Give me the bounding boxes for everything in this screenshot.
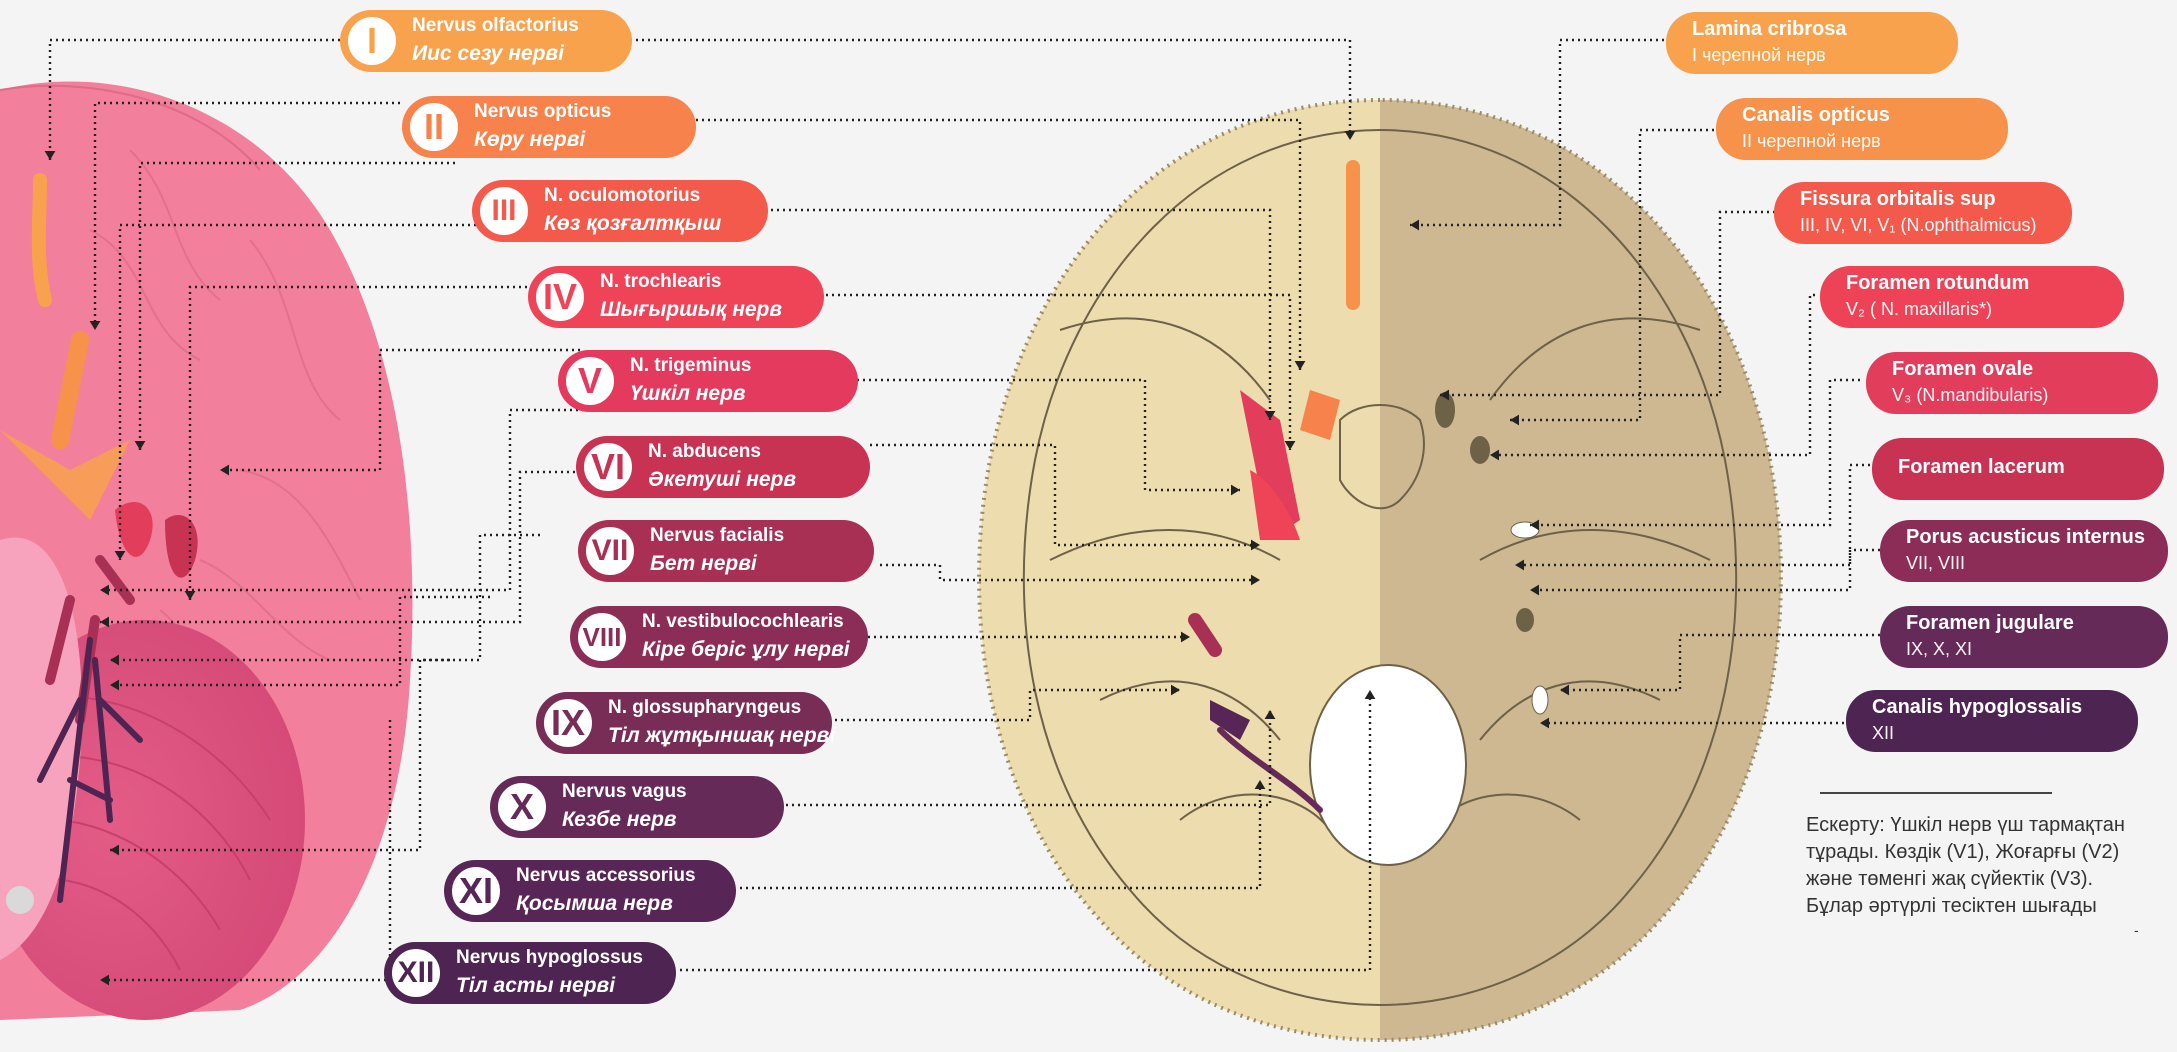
nerve-latin-name: Nervus accessorius [516, 865, 696, 887]
note-line: және төменгі жақ сүйектік (V3). [1806, 866, 2176, 893]
nerve-local-name: Шығыршық нерв [600, 298, 782, 322]
roman-numeral-badge: X [495, 780, 549, 834]
roman-numeral-badge: XI [449, 864, 503, 918]
opening-detail: I черепной нерв [1692, 45, 1826, 66]
nerve-latin-name: N. glossupharyngeus [608, 697, 801, 719]
opening-title: Canalis hypoglossalis [1872, 696, 2082, 719]
roman-numeral-badge: III [477, 184, 531, 238]
roman-numeral-badge: VI [581, 440, 635, 494]
note-line: Ескерту: Үшкіл нерв үш тармақтан [1806, 812, 2176, 839]
nerve-local-name: Кезбе нерв [562, 808, 677, 832]
nerve-latin-name: Nervus hypoglossus [456, 947, 643, 969]
nerve-latin-name: Nervus facialis [650, 525, 784, 547]
nerve-latin-name: N. abducens [648, 441, 761, 463]
trigeminal-note: Ескерту: Үшкіл нерв үш тармақтан тұрады.… [1806, 812, 2176, 920]
opening-label-2: Canalis opticus II черепной нерв [1716, 98, 2008, 160]
opening-detail: VII, VIII [1906, 553, 1965, 574]
opening-title: Porus acusticus internus [1906, 526, 2145, 549]
nerve-latin-name: Nervus olfactorius [412, 15, 579, 37]
roman-numeral-badge: VIII [575, 610, 629, 664]
opening-label-4: Foramen rotundum V₂ ( N. maxillaris*) [1820, 266, 2124, 328]
note-divider [1820, 792, 2052, 794]
nerve-latin-name: N. trochlearis [600, 271, 721, 293]
nerve-latin-name: N. oculomotorius [544, 185, 700, 207]
opening-detail: III, IV, VI, V₁ (N.ophthalmicus) [1800, 215, 2037, 236]
roman-numeral-badge: IX [541, 696, 595, 750]
nerve-local-name: Иис сезу нерві [412, 42, 564, 66]
nerve-local-name: Бет нерві [650, 552, 757, 576]
nerve-local-name: Кіре беріс ұлу нерві [642, 638, 850, 662]
opening-detail: XII [1872, 723, 1894, 744]
nerve-latin-name: N. trigeminus [630, 355, 751, 377]
nerve-local-name: Әкетуші нерв [648, 468, 796, 492]
note-line: тұрады. Көздік (V1), Жоғарғы (V2) [1806, 839, 2176, 866]
brain-base-illustration [0, 81, 412, 1020]
opening-detail: V₂ ( N. maxillaris*) [1846, 299, 1992, 320]
opening-title: Lamina cribrosa [1692, 18, 1847, 41]
opening-title: Foramen rotundum [1846, 272, 2029, 295]
opening-label-6: Foramen lacerum [1872, 438, 2164, 500]
opening-label-5: Foramen ovale V₃ (N.mandibularis) [1866, 352, 2158, 414]
opening-title: Foramen ovale [1892, 358, 2033, 381]
note-line: Бұлар әртүрлі тесіктен шығады [1806, 893, 2176, 920]
nerve-latin-name: N. vestibulocochlearis [642, 611, 844, 633]
opening-title: Canalis opticus [1742, 104, 1890, 127]
opening-label-1: Lamina cribrosa I черепной нерв [1666, 12, 1958, 74]
roman-numeral-badge: VII [583, 524, 637, 578]
nerve-local-name: Тіл асты нерві [456, 974, 615, 998]
roman-numeral-badge: I [345, 14, 399, 68]
trailing-mark: - [2134, 922, 2139, 938]
nerve-local-name: Көру нерві [474, 128, 585, 152]
opening-detail: IX, X, XI [1906, 639, 1972, 660]
opening-title: Foramen jugulare [1906, 612, 2074, 635]
opening-title: Foramen lacerum [1898, 456, 2065, 479]
nerve-latin-name: Nervus vagus [562, 781, 687, 803]
nerve-local-name: Үшкіл нерв [630, 382, 746, 406]
roman-numeral-badge: XII [389, 946, 443, 1000]
nerve-local-name: Көз қозғалтқыш [544, 212, 721, 236]
roman-numeral-badge: IV [533, 270, 587, 324]
roman-numeral-badge: II [407, 100, 461, 154]
opening-detail: II черепной нерв [1742, 131, 1881, 152]
nerve-local-name: Қосымша нерв [516, 892, 673, 916]
nerve-local-name: Тіл жұтқыншақ нерві [608, 724, 835, 748]
opening-title: Fissura orbitalis sup [1800, 188, 1996, 211]
skull-base-illustration [979, 100, 1781, 1040]
opening-detail: V₃ (N.mandibularis) [1892, 385, 2048, 406]
roman-numeral-badge: V [563, 354, 617, 408]
nerve-latin-name: Nervus opticus [474, 101, 611, 123]
